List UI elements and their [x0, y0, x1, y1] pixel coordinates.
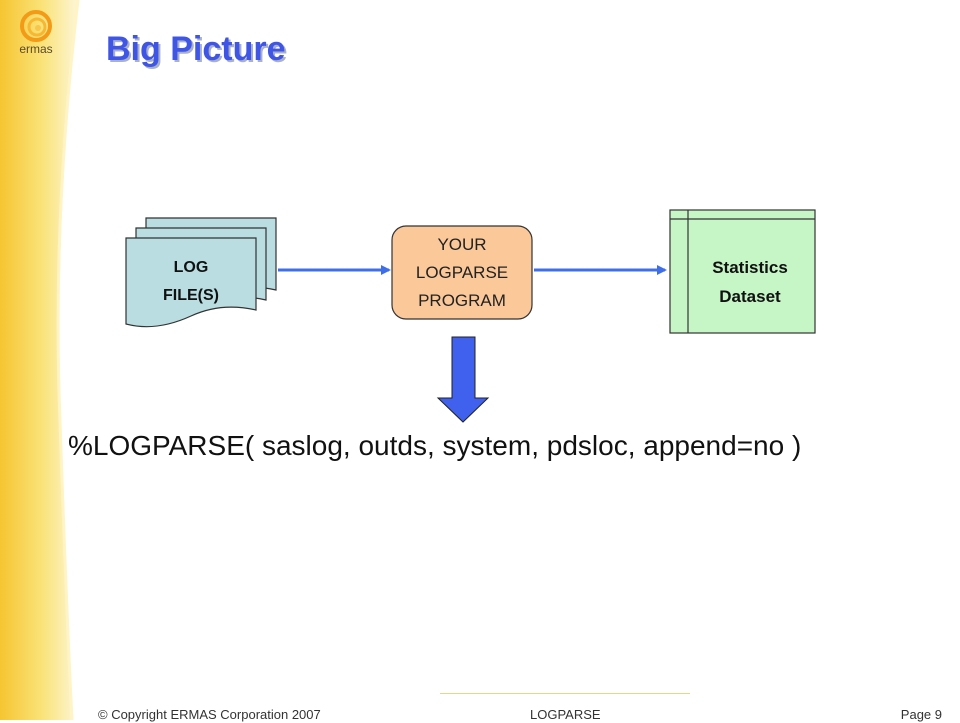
footer-divider — [440, 693, 690, 694]
dataset-node: Statistics Dataset — [669, 209, 816, 334]
footer-copyright: © Copyright ERMAS Corporation 2007 — [98, 707, 321, 722]
footer-title: LOGPARSE — [530, 707, 601, 722]
page-title: Big Picture — [106, 30, 286, 68]
log-files-label-line2: FILE(S) — [163, 287, 219, 304]
program-node: YOUR LOGPARSE PROGRAM — [391, 225, 533, 320]
log-files-label-line1: LOG — [174, 259, 209, 276]
program-label-line2: LOGPARSE — [416, 263, 508, 282]
program-label-line1: YOUR — [437, 235, 486, 254]
footer-page-number: Page 9 — [900, 707, 942, 722]
decorative-stripe — [0, 0, 80, 720]
program-label-line3: PROGRAM — [418, 291, 506, 310]
dataset-label-line1: Statistics — [712, 258, 788, 277]
ermas-logo-icon — [20, 10, 52, 42]
down-arrow-icon — [436, 336, 490, 423]
log-files-node: LOG FILE(S) — [125, 217, 277, 328]
dataset-label-line2: Dataset — [719, 287, 781, 306]
logo-text: ermas — [19, 42, 53, 56]
macro-call-text: %LOGPARSE( saslog, outds, system, pdsloc… — [68, 430, 802, 461]
